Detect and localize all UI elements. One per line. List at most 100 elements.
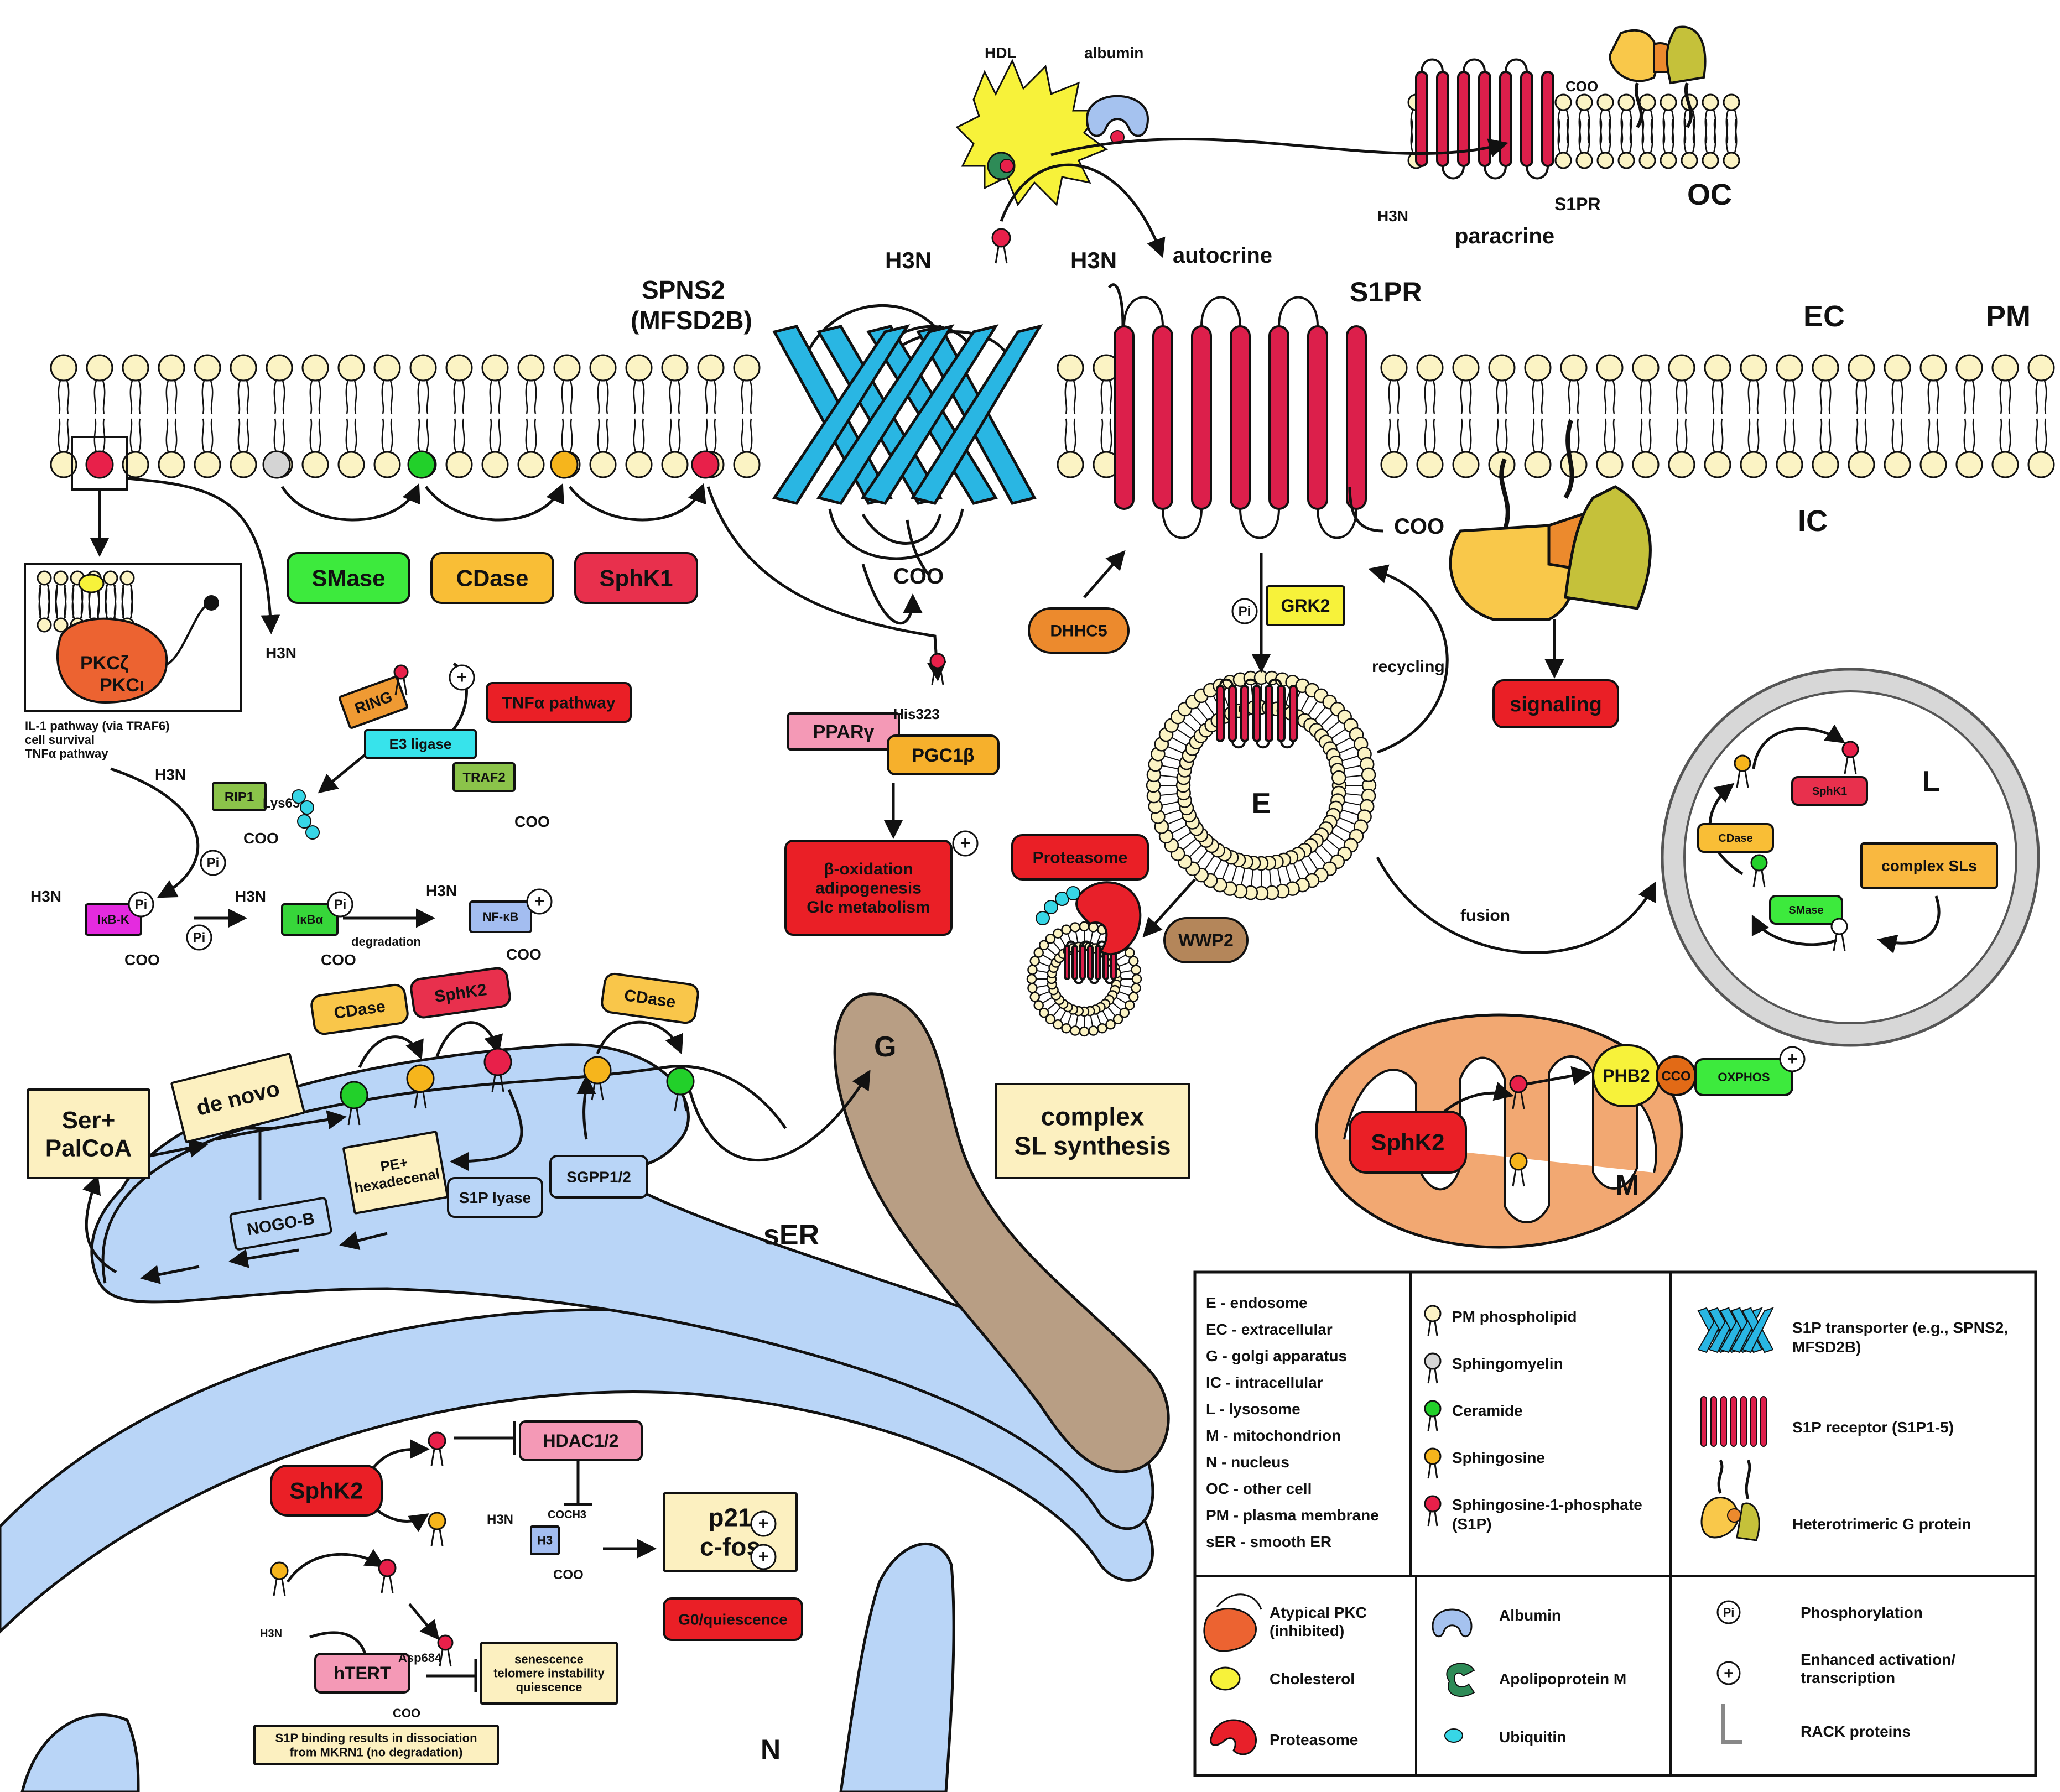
er-pe-hex-box: PE+hexadecenal [342,1131,449,1215]
lyso-ceramide [1750,854,1768,888]
nuc-s1p-htert [437,1634,454,1667]
er-sphingosine-1 [406,1064,435,1109]
legend-plus-icon [1716,1661,1741,1685]
ikbk-pi-icon: Pi [128,891,154,918]
legend-lipid-icon-3 [1424,1447,1442,1465]
legend-pkc-icon [1203,1593,1262,1652]
sphk1-pill: SphK1 [574,552,698,604]
arrow-s1p-lyase [450,1088,523,1171]
ec-s1p [991,228,1011,264]
g-protein-membrane [1449,419,1652,621]
his323-label: His323 [893,706,940,722]
nuc-quiescence-pill-label: G0/quiescence [678,1611,788,1628]
ikbk-box: IκB-K [85,903,142,936]
pkc-cholesterol [78,574,105,593]
ikbk-coo-label: COO [124,951,160,968]
pathway-line-1: IL-1 pathway (via TRAF6) [25,719,170,733]
arrow-er-loop2 [228,1248,299,1268]
proteasome-pill-label: Proteasome [1033,849,1128,867]
arrow-er-loop-up [82,1174,117,1274]
er-s1p [483,1048,512,1092]
traf2-box: TRAF2 [452,762,516,792]
svg-text:+: + [534,891,545,911]
legend-lipid-label-3: Sphingosine [1452,1449,1545,1466]
s1p-receptor [1114,296,1367,539]
region-ic-label: IC [1798,504,1828,538]
legend-plus-text: + [1724,1664,1734,1682]
htert-h3n-label: H3N [260,1628,282,1640]
proteasome-vesicle [1026,921,1142,1037]
grk2-box-label: GRK2 [1281,596,1330,616]
s1pr-c-terminus [1348,486,1383,533]
arrow-s1p-to-ppar [706,486,946,681]
legend-abbrev-3: IC - intracellular [1206,1374,1323,1391]
lyso-cdase-box-label: CDase [1718,832,1752,845]
mfsd2b-label: (MFSD2B) [631,306,752,335]
arrow-export [1000,163,1166,258]
ppar-gamma-box: PPARγ [787,712,900,751]
arrow-sphk1 [569,483,706,522]
legend-misc2-label-2: Ubiquitin [1499,1728,1566,1746]
pm-sphingosine-lipid [550,450,579,479]
legend-abbrev-4: L - lysosome [1206,1400,1300,1418]
wwp2-badge-label: WWP2 [1178,930,1234,950]
htert-coo-label: COO [393,1706,420,1720]
arrow-lyso-smase [1751,914,1837,946]
arrow-pkc-pathways [110,767,199,898]
ubiquitin-rip1-2 [297,814,311,829]
arrow-dhhc5 [1083,550,1126,598]
arrow-er-cdase2 [596,1020,684,1055]
arrow-mito-phb2 [1526,1066,1591,1086]
autocrine-label: autocrine [1173,243,1272,268]
ikba-h3n-label: H3N [235,888,266,905]
oxphos-plus-icon: + [1779,1046,1806,1072]
ppar-outcome-box-label: Glc metabolism [807,898,930,916]
nuc-mkrn1-note-label: from MKRN1 (no degradation) [290,1745,463,1759]
grk2-pi-icon: Pi [1231,598,1258,624]
pkc-zeta-label: PKCζ [80,653,129,674]
proteasome-pill: Proteasome [1011,834,1149,881]
legend-protein-label-2: S1P receptor (S1P1-5) [1792,1419,1954,1436]
legend-pi-text: Pi [1723,1606,1735,1619]
ubiquitin-rip1-3 [305,825,320,840]
arrow-smase [280,483,420,522]
svg-text:Pi: Pi [207,856,220,871]
rip1-box-label: RIP1 [225,789,254,804]
recycling-label: recycling [1372,658,1445,676]
lysosome-label: L [1922,765,1940,798]
arrow-er-cdase1 [358,1035,424,1068]
endosome-receptor [1216,678,1298,749]
legend-lipid-icon-0 [1424,1305,1442,1322]
mito-phb2-badge: PHB2 [1592,1044,1661,1107]
complex-sl-synthesis-box-label: complex [1041,1102,1145,1131]
legend-misc1-label-1: (inhibited) [1270,1622,1344,1639]
legend-misc3-label-2: transcription [1801,1669,1895,1686]
e3-ligase-box-label: E3 ligase [389,736,452,752]
oc-coo-label: COO [1565,78,1598,95]
lyso-sphk1-box-label: SphK1 [1812,785,1847,798]
nfkb-box-label: NF-κB [483,910,519,924]
legend-misc1-label-2: Cholesterol [1270,1670,1355,1687]
nucleus-label: N [761,1734,781,1765]
spns2-coo-label: COO [893,564,944,588]
mito-s1p [1509,1075,1528,1109]
legend-misc3-label-0: Phosphorylation [1801,1604,1923,1621]
nfkb-h3n-label: H3N [426,882,457,899]
golgi-shape [833,992,1170,1473]
nfkb-box: NF-κB [469,900,532,933]
legend-misc1-label-0: Atypical PKC [1270,1604,1367,1621]
legend-misc3-label-3: RACK proteins [1801,1723,1911,1740]
legend-transporter-icon [1697,1307,1774,1353]
er-serpalcoa-box-label: PalCoA [45,1135,132,1162]
lyso-smase-box-label: SMase [1788,904,1823,916]
smase-pill-label: SMase [311,565,385,591]
s1pr-label: S1PR [1350,277,1422,308]
tnf-pathway-pill: TNFα pathway [486,682,632,723]
lyso-sphingosine [1734,754,1751,788]
svg-text:+: + [1787,1049,1798,1069]
svg-text:+: + [960,833,971,853]
svg-text:+: + [758,1546,769,1566]
albumin-protein [1085,95,1149,144]
legend-phosphorylation-icon [1716,1600,1741,1624]
